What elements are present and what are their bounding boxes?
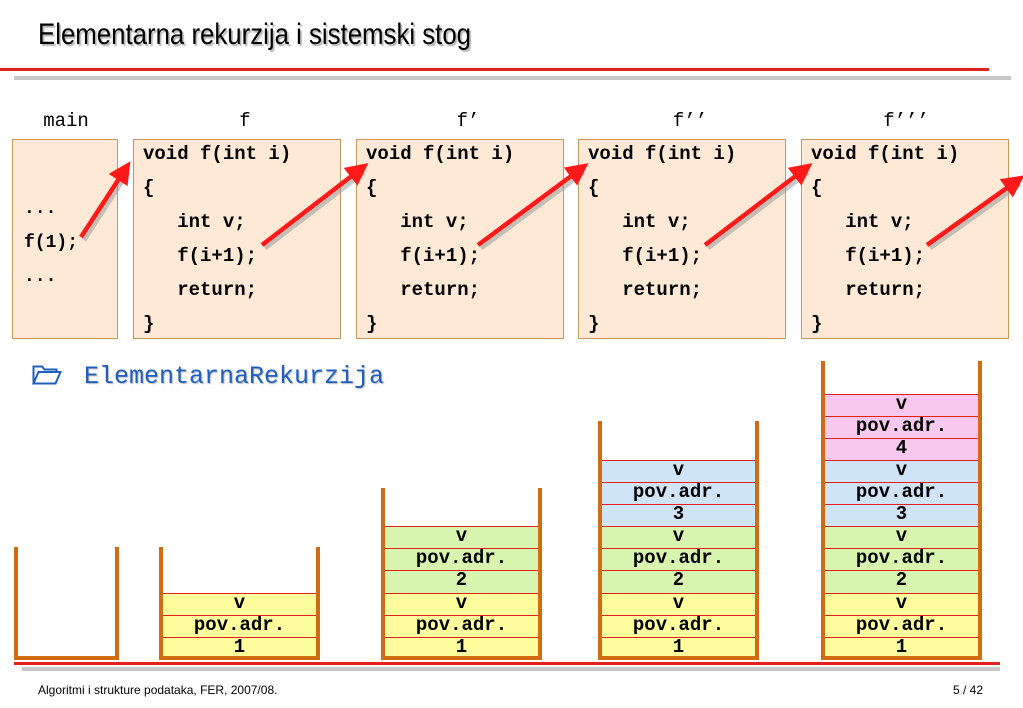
- main-code-line: ...: [24, 199, 57, 219]
- stack-cell-v: v: [385, 593, 538, 615]
- stack-floor: [159, 656, 320, 660]
- code-line: void f(int i): [811, 143, 960, 165]
- stack-cell-return-address: pov.adr.: [602, 548, 755, 570]
- code-line: }: [143, 313, 155, 335]
- slide-title: Elementarna rekurzija i sistemski stog: [38, 18, 472, 51]
- main-code: ... f(1);...: [24, 192, 78, 294]
- code-line: {: [588, 177, 600, 199]
- example-link[interactable]: ElementarnaRekurzija: [32, 362, 384, 391]
- footer-divider-gray: [22, 667, 1000, 671]
- stack-cell-frame-number: 1: [163, 637, 316, 657]
- stack-cell-v: v: [385, 526, 538, 548]
- stack-cell-frame-number: 1: [385, 637, 538, 657]
- stack-cell-frame-number: 1: [825, 637, 978, 657]
- code-line: return;: [811, 279, 926, 301]
- stack-cell-return-address: pov.adr.: [163, 615, 316, 637]
- stack-cell-frame-number: 2: [825, 570, 978, 593]
- code-line: void f(int i): [366, 143, 515, 165]
- stack-cell-return-address: pov.adr.: [825, 482, 978, 504]
- code-line: return;: [366, 279, 481, 301]
- stack-wall: [538, 488, 542, 660]
- f3-code-box: void f(int i) { int v; f(i+1); return;}: [801, 139, 1009, 339]
- stack-cell-frame-number: 2: [602, 570, 755, 593]
- code-line: f(i+1);: [588, 245, 703, 267]
- stack-cell-return-address: pov.adr.: [385, 615, 538, 637]
- stack-wall: [821, 361, 825, 660]
- stack-cell-return-address: pov.adr.: [602, 615, 755, 637]
- code-line: int v;: [588, 211, 691, 233]
- f2-code-box: void f(int i) { int v; f(i+1); return;}: [578, 139, 786, 339]
- f3-code: void f(int i) { int v; f(i+1); return;}: [811, 137, 959, 341]
- stack-cell-frame-number: 4: [825, 438, 978, 460]
- stack-cell-v: v: [602, 526, 755, 548]
- f-code: void f(int i) { int v; f(i+1); return;}: [143, 137, 291, 341]
- stack-cell-v: v: [602, 460, 755, 482]
- stack-wall: [316, 547, 320, 660]
- code-line: {: [366, 177, 378, 199]
- stack-wall: [978, 361, 982, 660]
- stack-cell-frame-number: 3: [602, 504, 755, 526]
- stack-cell-v: v: [825, 526, 978, 548]
- footer-course: Algoritmi i strukture podataka, FER, 200…: [38, 683, 278, 697]
- column-label-f: f: [239, 110, 251, 132]
- column-label-f2: f’’: [672, 110, 708, 132]
- stack-cell-frame-number: 2: [385, 570, 538, 593]
- stack-wall: [159, 547, 163, 660]
- code-line: return;: [143, 279, 258, 301]
- footer-divider-red: [14, 662, 1000, 665]
- stack-wall: [755, 421, 759, 660]
- stack-cell-frame-number: 1: [602, 637, 755, 657]
- title-divider-gray: [14, 76, 1011, 80]
- stack-cell-v: v: [163, 593, 316, 615]
- stack-floor: [598, 656, 759, 660]
- code-line: int v;: [366, 211, 469, 233]
- code-line: f(i+1);: [366, 245, 481, 267]
- main-code-line: ...: [24, 267, 57, 287]
- stack-cell-v: v: [602, 593, 755, 615]
- stack-cell-return-address: pov.adr.: [825, 416, 978, 438]
- stack-cell-v: v: [825, 593, 978, 615]
- column-label-main: main: [43, 110, 89, 132]
- code-line: f(i+1);: [143, 245, 258, 267]
- column-label-f1: f’: [456, 110, 480, 132]
- stack-wall: [598, 421, 602, 660]
- stack-cell-return-address: pov.adr.: [385, 548, 538, 570]
- stack-cell-return-address: pov.adr.: [825, 615, 978, 637]
- code-line: }: [811, 313, 823, 335]
- stack-wall: [381, 488, 385, 660]
- code-line: }: [588, 313, 600, 335]
- main-code-box: ... f(1);...: [12, 139, 118, 339]
- stack-cell-return-address: pov.adr.: [602, 482, 755, 504]
- code-line: {: [811, 177, 823, 199]
- stack-floor: [14, 656, 119, 660]
- stack-cell-v: v: [825, 394, 978, 416]
- stack-cell-return-address: pov.adr.: [825, 548, 978, 570]
- code-line: }: [366, 313, 378, 335]
- code-line: {: [143, 177, 155, 199]
- example-link-text: ElementarnaRekurzija: [84, 362, 385, 391]
- title-divider-red: [0, 68, 989, 71]
- stack-floor: [381, 656, 542, 660]
- main-code-line: f(1);: [24, 233, 79, 253]
- stack-floor: [821, 656, 982, 660]
- f1-code: void f(int i) { int v; f(i+1); return;}: [366, 137, 514, 341]
- code-line: int v;: [143, 211, 246, 233]
- code-line: void f(int i): [143, 143, 292, 165]
- stack-cell-frame-number: 3: [825, 504, 978, 526]
- f-code-box: void f(int i) { int v; f(i+1); return;}: [133, 139, 341, 339]
- code-line: f(i+1);: [811, 245, 926, 267]
- folder-icon: [32, 365, 62, 385]
- stack-wall: [115, 547, 119, 660]
- code-line: return;: [588, 279, 703, 301]
- f2-code: void f(int i) { int v; f(i+1); return;}: [588, 137, 736, 341]
- stack-wall: [14, 547, 18, 660]
- footer-page-number: 5 / 42: [952, 683, 983, 697]
- f1-code-box: void f(int i) { int v; f(i+1); return;}: [356, 139, 564, 339]
- stack-cell-v: v: [825, 460, 978, 482]
- column-label-f3: f’’’: [883, 110, 929, 132]
- code-line: int v;: [811, 211, 914, 233]
- code-line: void f(int i): [588, 143, 737, 165]
